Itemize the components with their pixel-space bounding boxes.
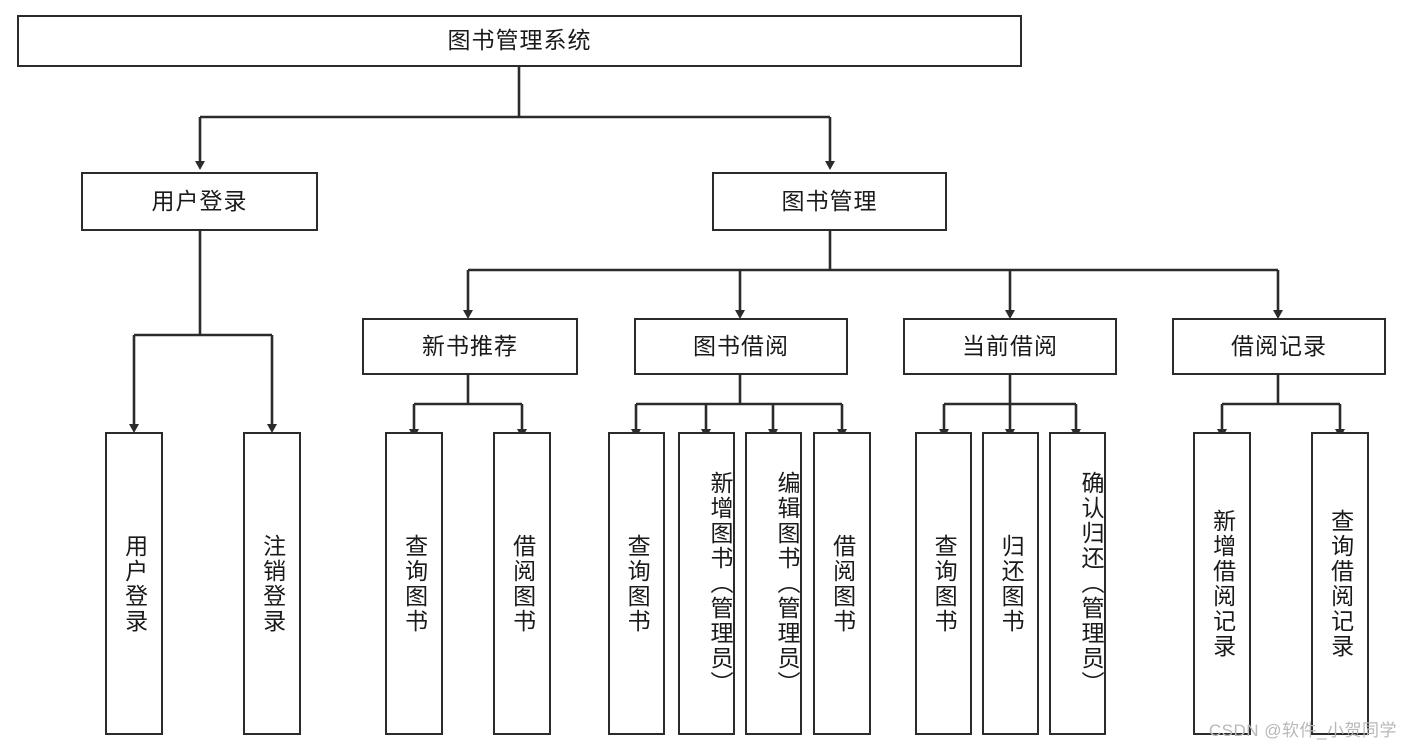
leaf-query-book-current[interactable]: 查询图书 (915, 432, 972, 735)
leaf-borrow-book-new[interactable]: 借阅图书 (493, 432, 551, 735)
node-root[interactable]: 图书管理系统 (17, 15, 1022, 67)
leaf-add-book-admin[interactable]: 新增图书（管理员） (678, 432, 735, 735)
node-user-login[interactable]: 用户登录 (81, 172, 318, 231)
leaf-confirm-return-admin[interactable]: 确认归还（管理员） (1049, 432, 1106, 735)
leaf-query-book-borrow[interactable]: 查询图书 (608, 432, 665, 735)
node-new-book-recommend[interactable]: 新书推荐 (362, 318, 578, 375)
leaf-add-borrow-record[interactable]: 新增借阅记录 (1193, 432, 1251, 735)
leaf-borrow-book[interactable]: 借阅图书 (813, 432, 871, 735)
node-current-borrow[interactable]: 当前借阅 (903, 318, 1117, 375)
leaf-query-book-new[interactable]: 查询图书 (385, 432, 443, 735)
watermark: CSDN @软件_小贺同学 (1208, 721, 1397, 740)
node-book-borrow[interactable]: 图书借阅 (634, 318, 848, 375)
node-borrow-records[interactable]: 借阅记录 (1172, 318, 1386, 375)
leaf-user-login[interactable]: 用户登录 (105, 432, 163, 735)
leaf-return-book[interactable]: 归还图书 (982, 432, 1039, 735)
node-book-management[interactable]: 图书管理 (712, 172, 947, 231)
leaf-query-borrow-record[interactable]: 查询借阅记录 (1311, 432, 1369, 735)
leaf-edit-book-admin[interactable]: 编辑图书（管理员） (745, 432, 802, 735)
leaf-logout-login[interactable]: 注销登录 (243, 432, 301, 735)
